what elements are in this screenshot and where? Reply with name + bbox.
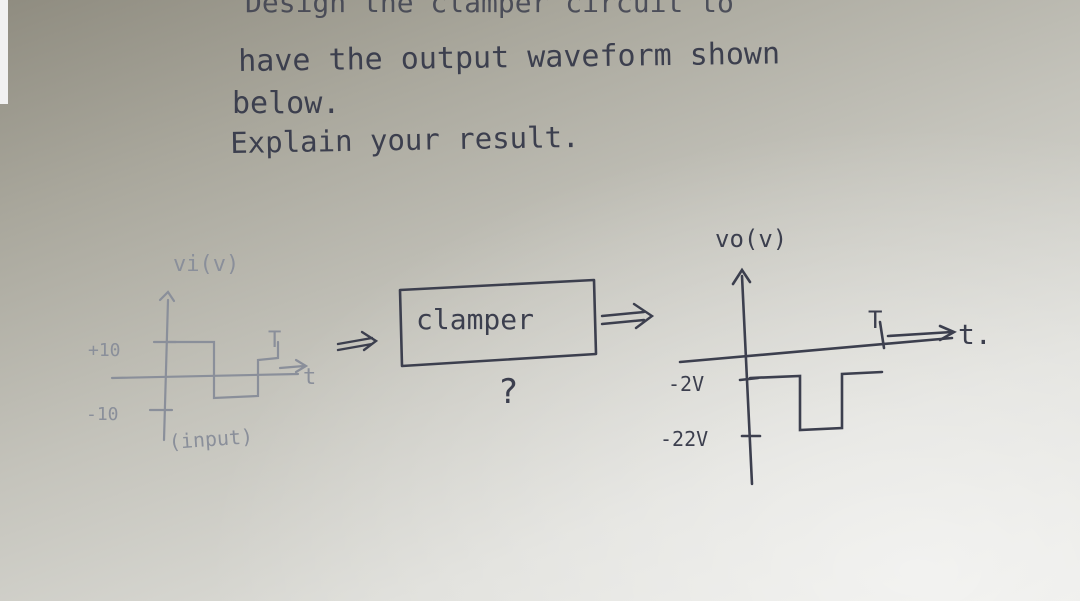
arrow-to-clamper <box>336 330 379 352</box>
input-y-arrow <box>158 290 176 303</box>
output-time-label: t. <box>958 318 992 351</box>
input-x-axis <box>110 372 300 380</box>
note-line-2: below. <box>232 86 341 121</box>
input-y-axis <box>162 298 170 442</box>
output-time-arrow <box>886 324 957 342</box>
clamper-box <box>398 278 598 368</box>
output-y-arrow <box>731 267 752 286</box>
output-axis-label: vo(v) <box>715 225 788 253</box>
screen-edge <box>0 0 8 104</box>
clamper-question: ? <box>498 372 519 412</box>
input-neg-level: -10 <box>86 404 119 425</box>
output-level-low: -22V <box>660 427 709 451</box>
input-pos-level: +10 <box>88 340 121 361</box>
output-period-label: T <box>868 306 883 334</box>
input-axis-label: vi(v) <box>173 252 240 277</box>
output-square-wave <box>748 370 884 432</box>
input-waveform <box>110 290 309 442</box>
output-period-tick <box>878 320 886 350</box>
output-waveform <box>678 267 957 486</box>
arrow-from-clamper <box>600 302 655 330</box>
output-x-axis <box>678 336 954 364</box>
input-time-arrow <box>278 358 309 374</box>
input-square-wave <box>166 340 280 400</box>
output-level-high: -2V <box>668 372 705 396</box>
output-level-high-tick <box>738 376 760 382</box>
input-time-label: t <box>303 365 317 390</box>
clamper-label: clamper <box>416 303 535 336</box>
note-line-top: Design the clamper circuit to <box>245 0 734 19</box>
